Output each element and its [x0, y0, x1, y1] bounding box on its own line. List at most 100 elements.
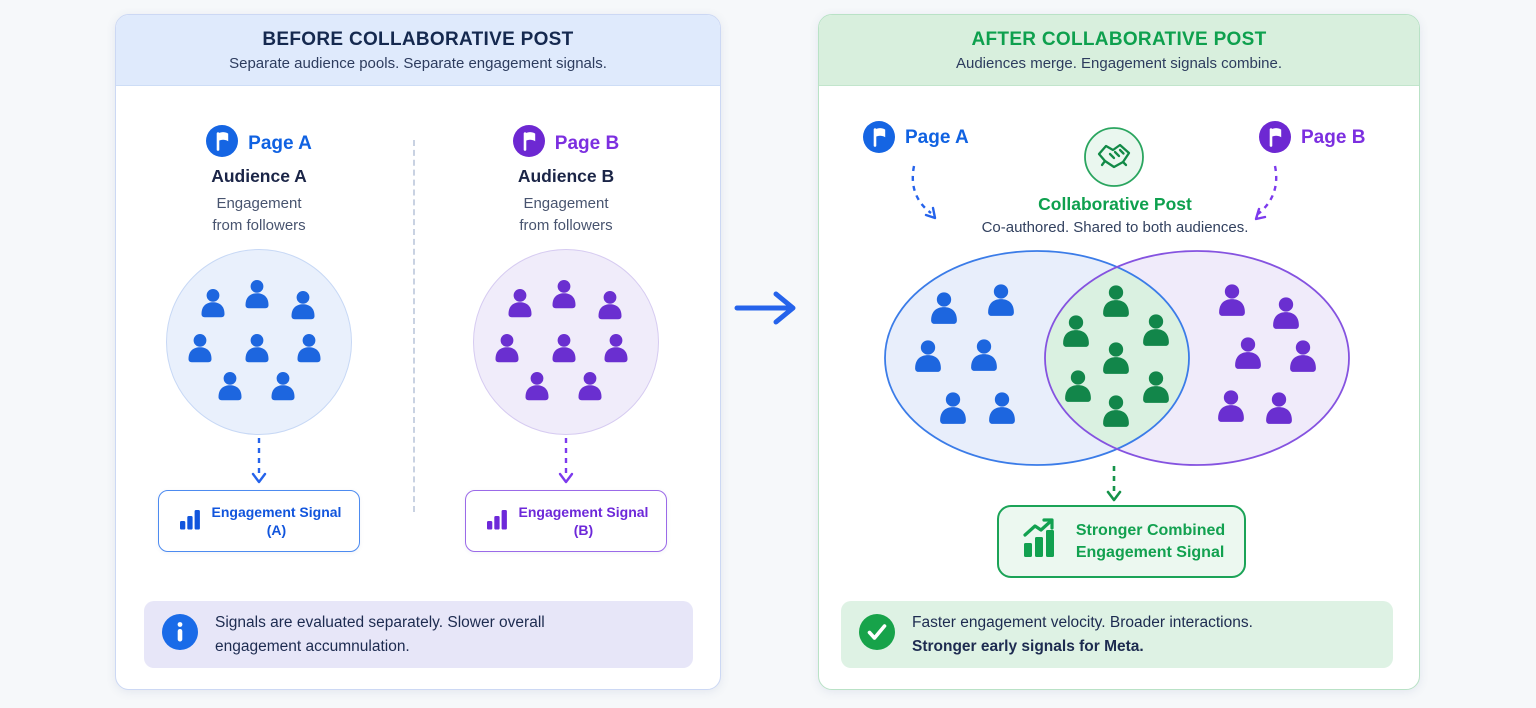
person-icon [271, 372, 295, 401]
after-panel: AFTER COLLABORATIVE POST Audiences merge… [818, 14, 1420, 690]
person-icon [245, 333, 269, 362]
person-icon [245, 280, 269, 309]
after-body: Page A Page B Collabo [819, 86, 1419, 689]
after-title: AFTER COLLABORATIVE POST [971, 28, 1267, 50]
person-icon [578, 372, 602, 401]
audience-a-label: Audience A [211, 166, 307, 186]
right-arrow-icon [731, 286, 805, 335]
person-icon [988, 284, 1014, 316]
person-icon [508, 289, 532, 318]
before-note-text: Signals are evaluated separately. Slower… [215, 614, 545, 655]
person-icon [1218, 390, 1244, 422]
after-page-b-label: Page B [1301, 127, 1366, 148]
person-icon [508, 289, 532, 318]
venn-right-people [1218, 284, 1316, 424]
column-divider [413, 140, 415, 512]
person-icon [1219, 284, 1245, 316]
before-panel: BEFORE COLLABORATIVE POST Separate audie… [115, 14, 721, 690]
person-icon [598, 291, 622, 320]
person-icon [271, 372, 295, 401]
person-icon [1065, 370, 1091, 402]
bar-chart-icon [177, 506, 203, 537]
person-icon [1063, 315, 1089, 347]
combined-signal-box: Stronger Combined Engagement Signal [997, 505, 1246, 578]
person-icon [915, 340, 941, 372]
flag-icon [512, 125, 545, 162]
down-arrow-icon [250, 436, 268, 491]
after-note-box: Faster engagement velocity. Broader inte… [841, 601, 1393, 668]
person-icon [495, 333, 519, 362]
person-icon [1273, 297, 1299, 329]
collab-post-desc: Co-authored. Shared to both audiences. [981, 219, 1249, 236]
person-icon [1103, 395, 1129, 427]
info-icon [162, 614, 198, 655]
flag-icon [206, 125, 239, 162]
audience-b-desc: Engagement from followers [519, 195, 613, 234]
person-icon [940, 392, 966, 424]
page-b-label: Page B [554, 132, 620, 154]
flag-icon [1259, 121, 1291, 158]
engagement-signal-b-box: Engagement Signal (B) [465, 490, 667, 552]
person-icon [218, 372, 242, 401]
person-icon [201, 289, 225, 318]
flag-icon [863, 121, 895, 158]
person-icon [1266, 392, 1292, 424]
person-icon [989, 392, 1015, 424]
page-b-row: Page B [436, 125, 696, 162]
combined-signal-label: Stronger Combined Engagement Signal [1075, 521, 1226, 561]
person-icon [604, 333, 628, 362]
person-icon [552, 333, 576, 362]
engagement-signal-b-label: Engagement Signal (B) [518, 503, 649, 538]
page-a-label: Page A [248, 132, 312, 154]
person-icon [604, 333, 628, 362]
person-icon [297, 333, 321, 362]
after-subtitle: Audiences merge. Engagement signals comb… [955, 54, 1283, 72]
engagement-signal-a-label: Engagement Signal (A) [211, 503, 342, 538]
person-icon [971, 339, 997, 371]
before-header: BEFORE COLLABORATIVE POST Separate audie… [116, 15, 720, 86]
check-icon [859, 614, 895, 655]
person-icon [188, 333, 212, 362]
trend-up-bar-chart-icon [1018, 518, 1064, 565]
person-icon [291, 291, 315, 320]
engagement-signal-a-box: Engagement Signal (A) [158, 490, 360, 552]
person-icon [552, 280, 576, 309]
person-icon [1143, 371, 1169, 403]
after-page-a-label: Page A [905, 127, 969, 148]
venn-diagram [871, 248, 1371, 483]
page-a-row: Page A [129, 125, 389, 162]
down-arrow-icon [557, 436, 575, 491]
person-icon [525, 372, 549, 401]
person-icon [598, 291, 622, 320]
person-icon [1103, 342, 1129, 374]
person-icon [201, 289, 225, 318]
venn-overlap-people [1063, 285, 1169, 427]
venn-left-people [915, 284, 1015, 424]
audience-b-pool [473, 249, 659, 435]
person-icon [188, 333, 212, 362]
audience-b-label: Audience B [517, 166, 615, 186]
bar-chart-icon [484, 506, 510, 537]
merge-arrows [819, 86, 1419, 251]
collab-post-title: Collaborative Post [1038, 194, 1192, 214]
audience-a-desc: Engagement from followers [212, 195, 306, 234]
audience-a-pool [166, 249, 352, 435]
person-icon [552, 333, 576, 362]
before-note-box: Signals are evaluated separately. Slower… [144, 601, 693, 668]
handshake-icon [1083, 126, 1145, 193]
person-icon [245, 280, 269, 309]
person-icon [297, 333, 321, 362]
person-icon [525, 372, 549, 401]
person-icon [578, 372, 602, 401]
person-icon [1290, 340, 1316, 372]
person-icon [552, 280, 576, 309]
person-icon [1235, 337, 1261, 369]
person-icon [245, 333, 269, 362]
person-icon [218, 372, 242, 401]
person-icon [495, 333, 519, 362]
person-icon [1103, 285, 1129, 317]
before-subtitle: Separate audience pools. Separate engage… [229, 54, 607, 72]
person-icon [291, 291, 315, 320]
after-header: AFTER COLLABORATIVE POST Audiences merge… [819, 15, 1419, 86]
